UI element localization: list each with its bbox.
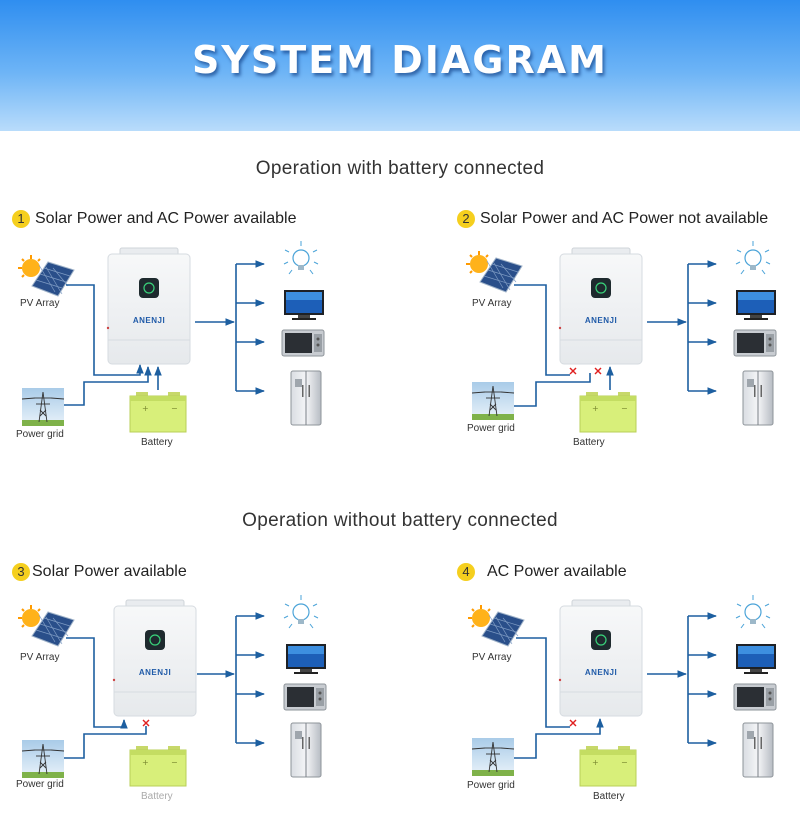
- microwave-icon: [733, 329, 777, 357]
- scenario-4-diagram: ANENJI PV Array Power grid Battery: [462, 592, 792, 807]
- fridge-icon: [290, 722, 322, 778]
- bulb-icon: [735, 240, 771, 275]
- power-grid-icon: [21, 387, 65, 427]
- bulb-icon: [735, 594, 771, 629]
- power-grid-label: Power grid: [16, 429, 64, 440]
- inverter-icon: [112, 599, 197, 717]
- battery-icon: [579, 391, 637, 433]
- scenario-3-title-text: Solar Power available: [32, 563, 187, 580]
- header-banner: SYSTEM DIAGRAM: [0, 0, 800, 131]
- power-grid-icon: [471, 737, 515, 777]
- battery-icon: [129, 391, 187, 433]
- scenario-4-title-text: AC Power available: [487, 563, 627, 580]
- battery-label: Battery: [141, 437, 173, 448]
- inverter-icon: [106, 247, 191, 365]
- scenario-2-title-text: Solar Power and AC Power not available: [480, 210, 769, 227]
- pv-array-label: PV Array: [20, 298, 60, 309]
- scenario-3-wiring: [17, 594, 327, 787]
- scenario-4-wiring: [467, 594, 777, 787]
- power-grid-icon: [471, 381, 515, 421]
- bulb-icon: [283, 594, 319, 629]
- pv-array-icon: [17, 254, 75, 297]
- battery-label: Battery: [593, 791, 625, 802]
- section-title-with-battery: Operation with battery connected: [255, 158, 545, 179]
- scenario-1-diagram: ANENJI PV Array Power grid Battery: [10, 240, 340, 455]
- scenario-2-wiring: [465, 240, 777, 433]
- scenario-4-title: 4 AC Power available: [457, 563, 627, 581]
- page-title: SYSTEM DIAGRAM: [192, 38, 608, 82]
- scenario-1-wiring: [17, 240, 325, 433]
- pv-array-label: PV Array: [472, 298, 512, 309]
- scenario-3-diagram: ANENJI PV Array Power grid Battery: [10, 592, 340, 807]
- inverter-brand: ANENJI: [132, 316, 166, 325]
- scenario-3-title: 3 Solar Power available: [12, 563, 187, 581]
- pv-array-icon: [465, 250, 523, 293]
- inverter-icon: [558, 247, 643, 365]
- disconnected-marks: [569, 719, 577, 727]
- inverter-brand: ANENJI: [138, 668, 172, 677]
- power-grid-label: Power grid: [16, 779, 64, 790]
- scenario-4-number-badge: 4: [457, 563, 475, 581]
- inverter-icon: [558, 599, 643, 717]
- fridge-icon: [290, 370, 322, 426]
- disconnected-marks: [142, 719, 150, 727]
- scenario-3-number-badge: 3: [12, 563, 30, 581]
- power-grid-icon: [21, 739, 65, 779]
- scenario-1-number-badge: 1: [12, 210, 30, 228]
- microwave-icon: [281, 329, 325, 357]
- pv-array-label: PV Array: [20, 652, 60, 663]
- microwave-icon: [733, 683, 777, 711]
- fridge-icon: [742, 370, 774, 426]
- tv-icon: [736, 290, 776, 320]
- fridge-icon: [742, 722, 774, 778]
- battery-icon: [129, 745, 187, 787]
- scenario-1-title-text: Solar Power and AC Power available: [35, 210, 297, 227]
- inverter-brand: ANENJI: [584, 668, 618, 677]
- pv-array-icon: [17, 604, 75, 647]
- tv-icon: [286, 644, 326, 674]
- pv-array-icon: [467, 604, 525, 647]
- bulb-icon: [283, 240, 319, 275]
- pv-array-label: PV Array: [472, 652, 512, 663]
- power-grid-label: Power grid: [467, 780, 515, 791]
- tv-icon: [736, 644, 776, 674]
- scenario-2-diagram: ANENJI PV Array Power grid Battery: [462, 240, 792, 455]
- power-grid-label: Power grid: [467, 423, 515, 434]
- section-title-without-battery: Operation without battery connected: [242, 510, 558, 531]
- microwave-icon: [283, 683, 327, 711]
- scenario-2-number-badge: 2: [457, 210, 475, 228]
- inverter-brand: ANENJI: [584, 316, 618, 325]
- scenario-1-title: 1 Solar Power and AC Power available: [12, 210, 296, 228]
- battery-label: Battery: [573, 437, 605, 448]
- battery-label: Battery: [141, 791, 173, 802]
- tv-icon: [284, 290, 324, 320]
- scenario-2-title: 2 Solar Power and AC Power not available: [457, 210, 768, 228]
- disconnected-marks: [569, 367, 602, 375]
- battery-icon: [579, 745, 637, 787]
